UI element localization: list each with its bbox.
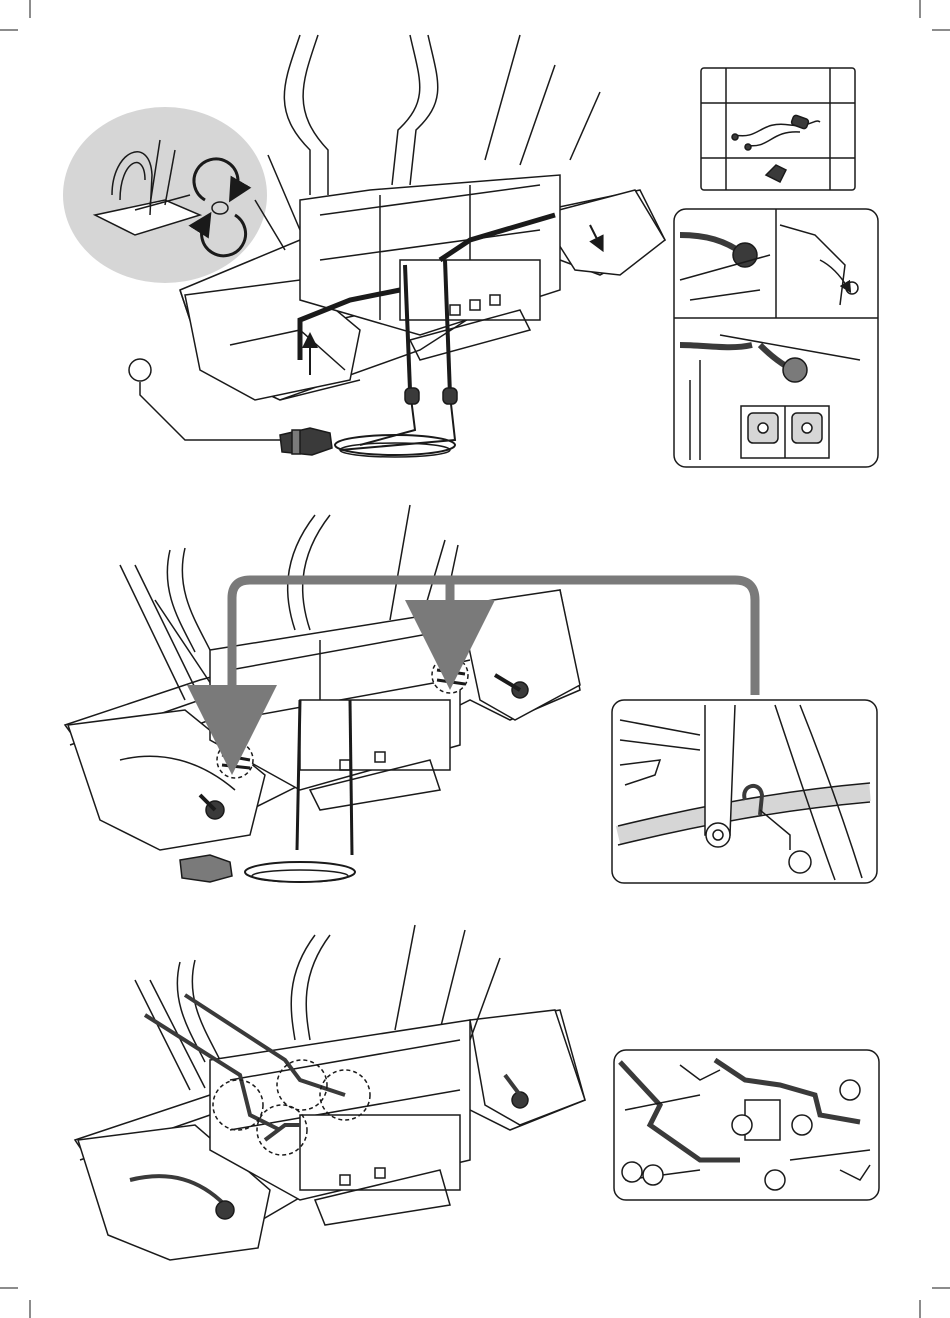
carrier-step-3	[75, 925, 585, 1260]
rotate-inset	[63, 107, 267, 283]
cable-routing-detail	[614, 1050, 879, 1200]
step-2	[65, 505, 877, 883]
plug-connector-icon	[180, 855, 232, 882]
grommet-detail	[674, 209, 878, 467]
carrier-step-2	[65, 505, 580, 882]
plug-connector-icon	[280, 428, 332, 455]
step-1	[63, 35, 878, 467]
step-3	[75, 925, 879, 1260]
parts-box	[701, 68, 855, 190]
cable-clip-detail	[612, 700, 877, 883]
